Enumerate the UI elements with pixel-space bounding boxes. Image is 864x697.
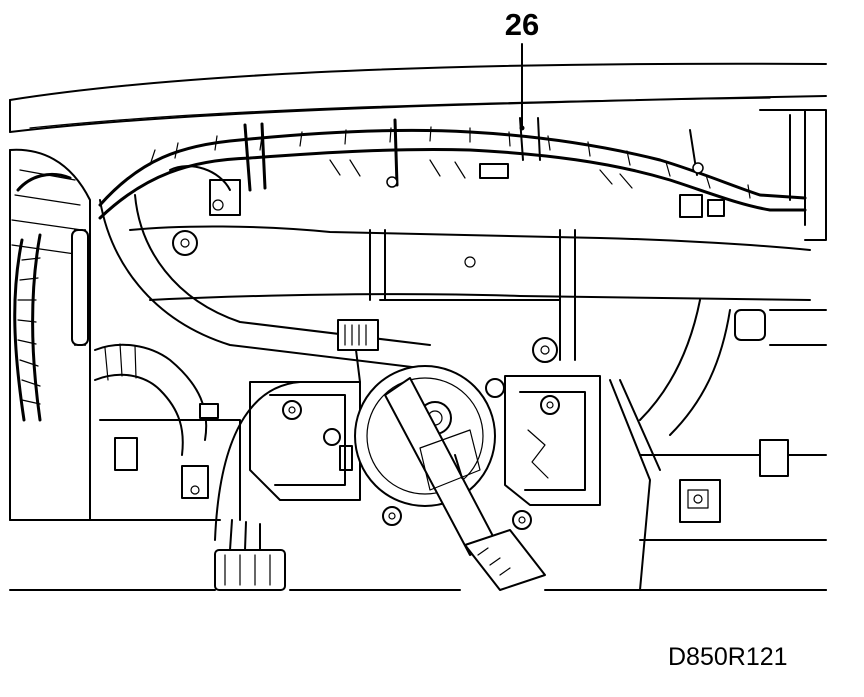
left-vent-panel <box>9 148 221 521</box>
right-dash-end <box>759 109 827 241</box>
lower-connector-plug <box>214 381 301 591</box>
connector-block-left <box>337 319 379 383</box>
figure-code: D850R121 <box>668 643 788 671</box>
left-harness-bundle <box>13 233 42 422</box>
right-hose <box>609 299 827 591</box>
hose-lower-left <box>94 343 208 456</box>
cross-car-beam <box>129 179 811 363</box>
steering-column-assembly <box>249 365 601 591</box>
air-duct <box>99 165 431 369</box>
callout-label-26: 26 <box>504 7 540 42</box>
right-lower-panel <box>639 439 827 591</box>
left-lower-panel <box>99 403 241 521</box>
dash-top-contour <box>9 62 827 101</box>
main-wiring-harness <box>98 117 807 220</box>
